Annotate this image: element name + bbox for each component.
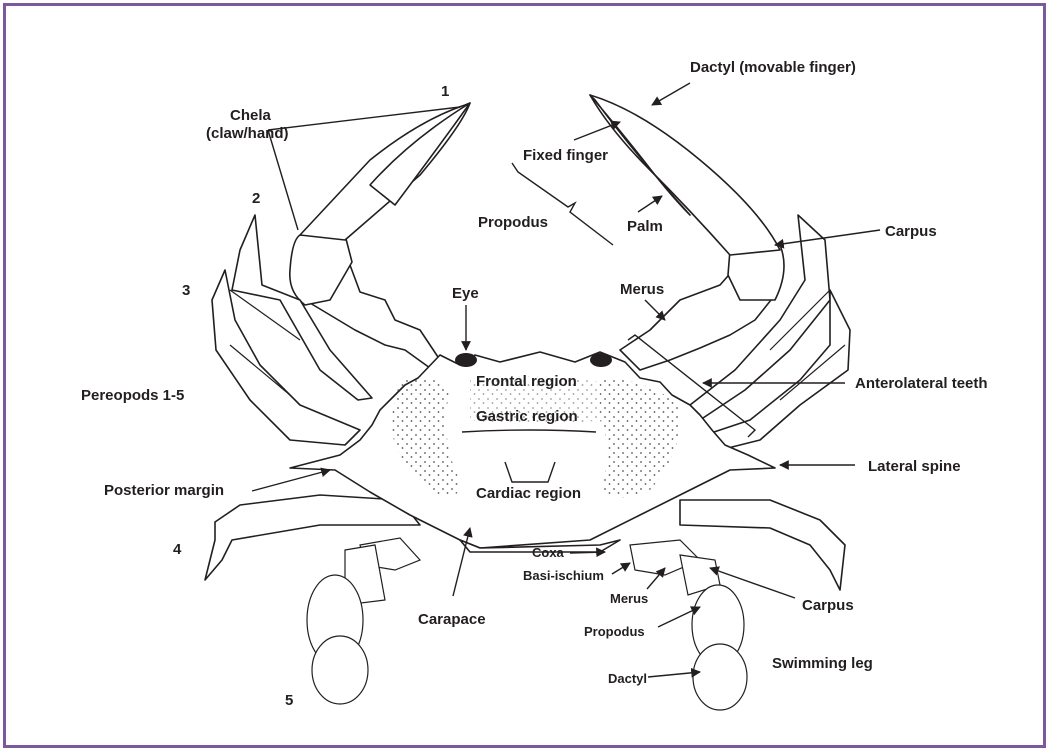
label-carpus-top: Carpus <box>885 223 937 240</box>
label-carapace: Carapace <box>418 611 486 628</box>
right-cheliped <box>590 95 784 370</box>
label-leg-4: 4 <box>173 541 182 558</box>
label-eye: Eye <box>452 285 479 302</box>
crab-body <box>205 95 850 710</box>
label-frontal: Frontal region <box>476 373 577 390</box>
label-coxa: Coxa <box>532 545 565 560</box>
label-carpus-bottom: Carpus <box>802 597 854 614</box>
right-eye <box>590 353 612 367</box>
label-palm: Palm <box>627 218 663 235</box>
label-chela-sub: (claw/hand) <box>206 125 289 142</box>
label-lateral-spine: Lateral spine <box>868 458 961 475</box>
label-dactyl-bottom: Dactyl <box>608 671 647 686</box>
label-anterolateral: Anterolateral teeth <box>855 375 988 392</box>
label-posterior-margin: Posterior margin <box>104 482 224 499</box>
label-leg-1: 1 <box>441 83 449 100</box>
label-propodus-top: Propodus <box>478 214 548 231</box>
label-chela: Chela <box>230 107 272 124</box>
label-propodus-bottom: Propodus <box>584 624 645 639</box>
labels: 1 2 3 4 5 Chela (claw/hand) Dactyl (mova… <box>81 59 988 709</box>
right-swimming-leg <box>630 540 747 710</box>
left-swimming-leg <box>307 538 420 704</box>
label-cardiac: Cardiac region <box>476 485 581 502</box>
left-eye <box>455 353 477 367</box>
label-merus-bottom: Merus <box>610 591 648 606</box>
label-dactyl-top: Dactyl (movable finger) <box>690 59 856 76</box>
label-leg-2: 2 <box>252 190 260 207</box>
label-pereopods: Pereopods 1-5 <box>81 387 184 404</box>
label-basi-ischium: Basi-ischium <box>523 568 604 583</box>
label-fixed-finger: Fixed finger <box>523 147 608 164</box>
label-gastric: Gastric region <box>476 408 578 425</box>
label-merus-top: Merus <box>620 281 664 298</box>
label-leg-3: 3 <box>182 282 190 299</box>
label-leg-5: 5 <box>285 692 293 709</box>
label-swimming-leg: Swimming leg <box>772 655 873 672</box>
